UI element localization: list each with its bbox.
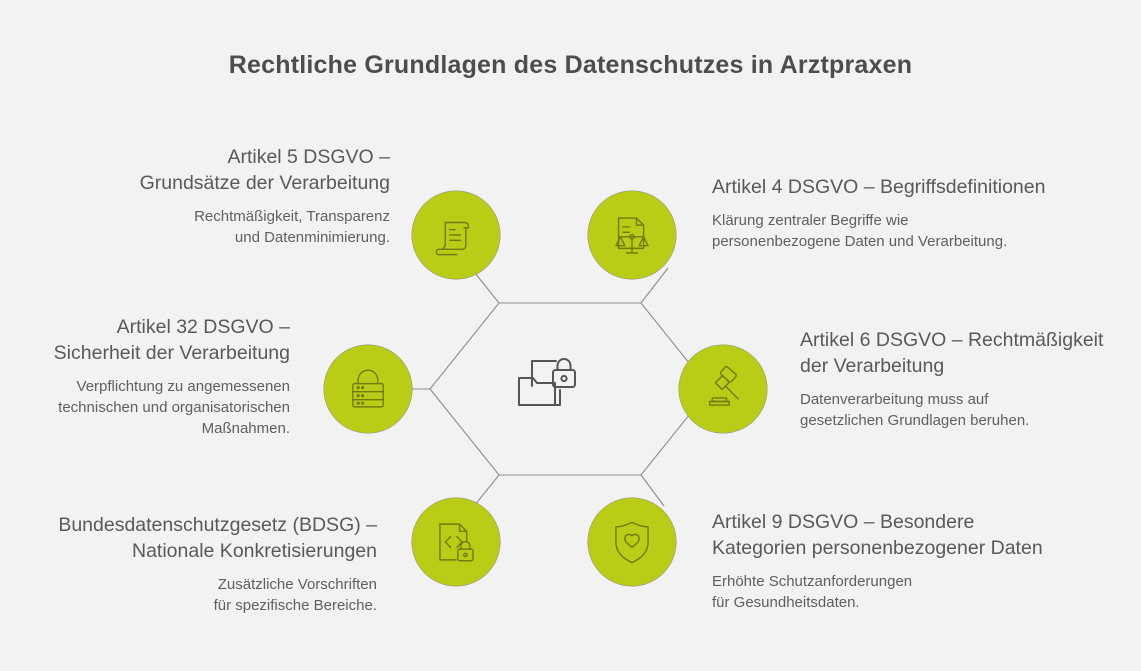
label-desc-bdsg: Zusätzliche Vorschriften für spezifische… xyxy=(213,575,377,615)
label-desc-art4: Klärung zentraler Begriffe wie personenb… xyxy=(712,211,1008,251)
label-title-art9: Artikel 9 DSGVO – Besondere Kategorien p… xyxy=(712,511,1043,559)
label-block-art5: Artikel 5 DSGVO – Grundsätze der Verarbe… xyxy=(85,145,390,248)
label-title-art4: Artikel 4 DSGVO – Begriffsdefinitionen xyxy=(712,176,1046,198)
node-icon-art5[interactable] xyxy=(412,191,500,279)
label-block-bdsg: Bundesdatenschutzgesetz (BDSG) – Nationa… xyxy=(30,513,377,616)
label-title-art6: Artikel 6 DSGVO – Rechtmäßigkeit der Ver… xyxy=(800,329,1104,377)
spoke-art4 xyxy=(640,267,669,304)
label-block-art9: Artikel 9 DSGVO – Besondere Kategorien p… xyxy=(712,510,1084,613)
padlock-server-icon xyxy=(352,369,384,408)
scroll-document-icon xyxy=(435,221,470,256)
label-block-art4: Artikel 4 DSGVO – Begriffsdefinitionen K… xyxy=(712,175,1082,253)
node-icon-art32[interactable] xyxy=(324,345,412,433)
label-desc-art6: Datenverarbeitung muss auf gesetzlichen … xyxy=(800,390,1030,430)
label-desc-art5: Rechtmäßigkeit, Transparenz und Datenmin… xyxy=(194,207,390,247)
node-icon-bdsg[interactable] xyxy=(412,498,500,586)
gavel-icon xyxy=(708,365,739,406)
label-desc-art32: Verpflichtung zu angemessenen technische… xyxy=(58,377,290,438)
node-icon-art6[interactable] xyxy=(679,345,767,433)
label-title-art5: Artikel 5 DSGVO – Grundsätze der Verarbe… xyxy=(139,146,390,194)
shield-heart-icon xyxy=(615,521,649,564)
spoke-art9 xyxy=(640,474,665,507)
label-title-art32: Artikel 32 DSGVO – Sicherheit der Verarb… xyxy=(53,316,290,364)
label-title-bdsg: Bundesdatenschutzgesetz (BDSG) – Nationa… xyxy=(58,514,377,562)
document-scales-icon xyxy=(615,217,649,254)
node-icon-art9[interactable] xyxy=(588,498,676,586)
page-title: Rechtliche Grundlagen des Datenschutzes … xyxy=(228,51,913,79)
node-icon-art4[interactable] xyxy=(588,191,676,279)
label-block-art32: Artikel 32 DSGVO – Sicherheit der Verarb… xyxy=(18,315,290,440)
label-block-art6: Artikel 6 DSGVO – Rechtmäßigkeit der Ver… xyxy=(800,328,1120,431)
folder-lock-icon xyxy=(508,345,583,420)
code-document-lock-icon xyxy=(439,523,474,562)
label-desc-art9: Erhöhte Schutzanforderungen für Gesundhe… xyxy=(712,572,913,612)
